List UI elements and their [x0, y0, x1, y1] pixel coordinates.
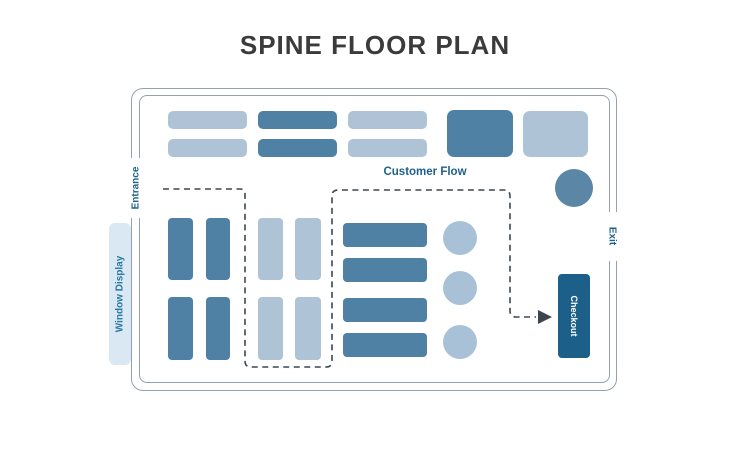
customer-flow-dashed-line — [163, 188, 536, 368]
entrance-opening — [127, 158, 145, 218]
customer-flow-arrowhead-icon — [538, 310, 552, 324]
rack-left-light-1 — [258, 218, 283, 280]
rack-left-dark-1 — [168, 218, 193, 280]
rack-left-light-4 — [295, 297, 321, 360]
shelf-top-1b — [168, 139, 247, 157]
exit-opening — [603, 212, 622, 261]
round-table-3 — [443, 325, 477, 359]
round-table-2 — [443, 271, 477, 305]
rack-left-light-2 — [295, 218, 321, 280]
checkout-label: Checkout — [569, 295, 579, 337]
shelf-mid-4 — [343, 333, 427, 357]
shelf-top-1a — [168, 111, 247, 129]
rack-left-light-3 — [258, 297, 283, 360]
shelf-top-3a — [348, 111, 427, 129]
customer-flow-label: Customer Flow — [383, 166, 467, 178]
round-table-1 — [443, 221, 477, 255]
shelf-mid-2 — [343, 258, 427, 282]
shelf-top-2a — [258, 111, 337, 129]
shelf-top-3b — [348, 139, 427, 157]
rack-left-dark-3 — [168, 297, 193, 360]
checkout-counter: Checkout — [558, 274, 590, 358]
rack-left-dark-4 — [206, 297, 230, 360]
round-display-top-right — [555, 169, 593, 207]
page-title: SPINE FLOOR PLAN — [239, 30, 511, 60]
window-display-bar: Window Display — [109, 223, 131, 365]
rack-left-dark-2 — [206, 218, 230, 280]
shelf-mid-1 — [343, 223, 427, 247]
shelf-top-2b — [258, 139, 337, 157]
shelf-mid-3 — [343, 298, 427, 322]
display-block-dark — [447, 110, 513, 157]
display-block-light — [523, 111, 588, 157]
